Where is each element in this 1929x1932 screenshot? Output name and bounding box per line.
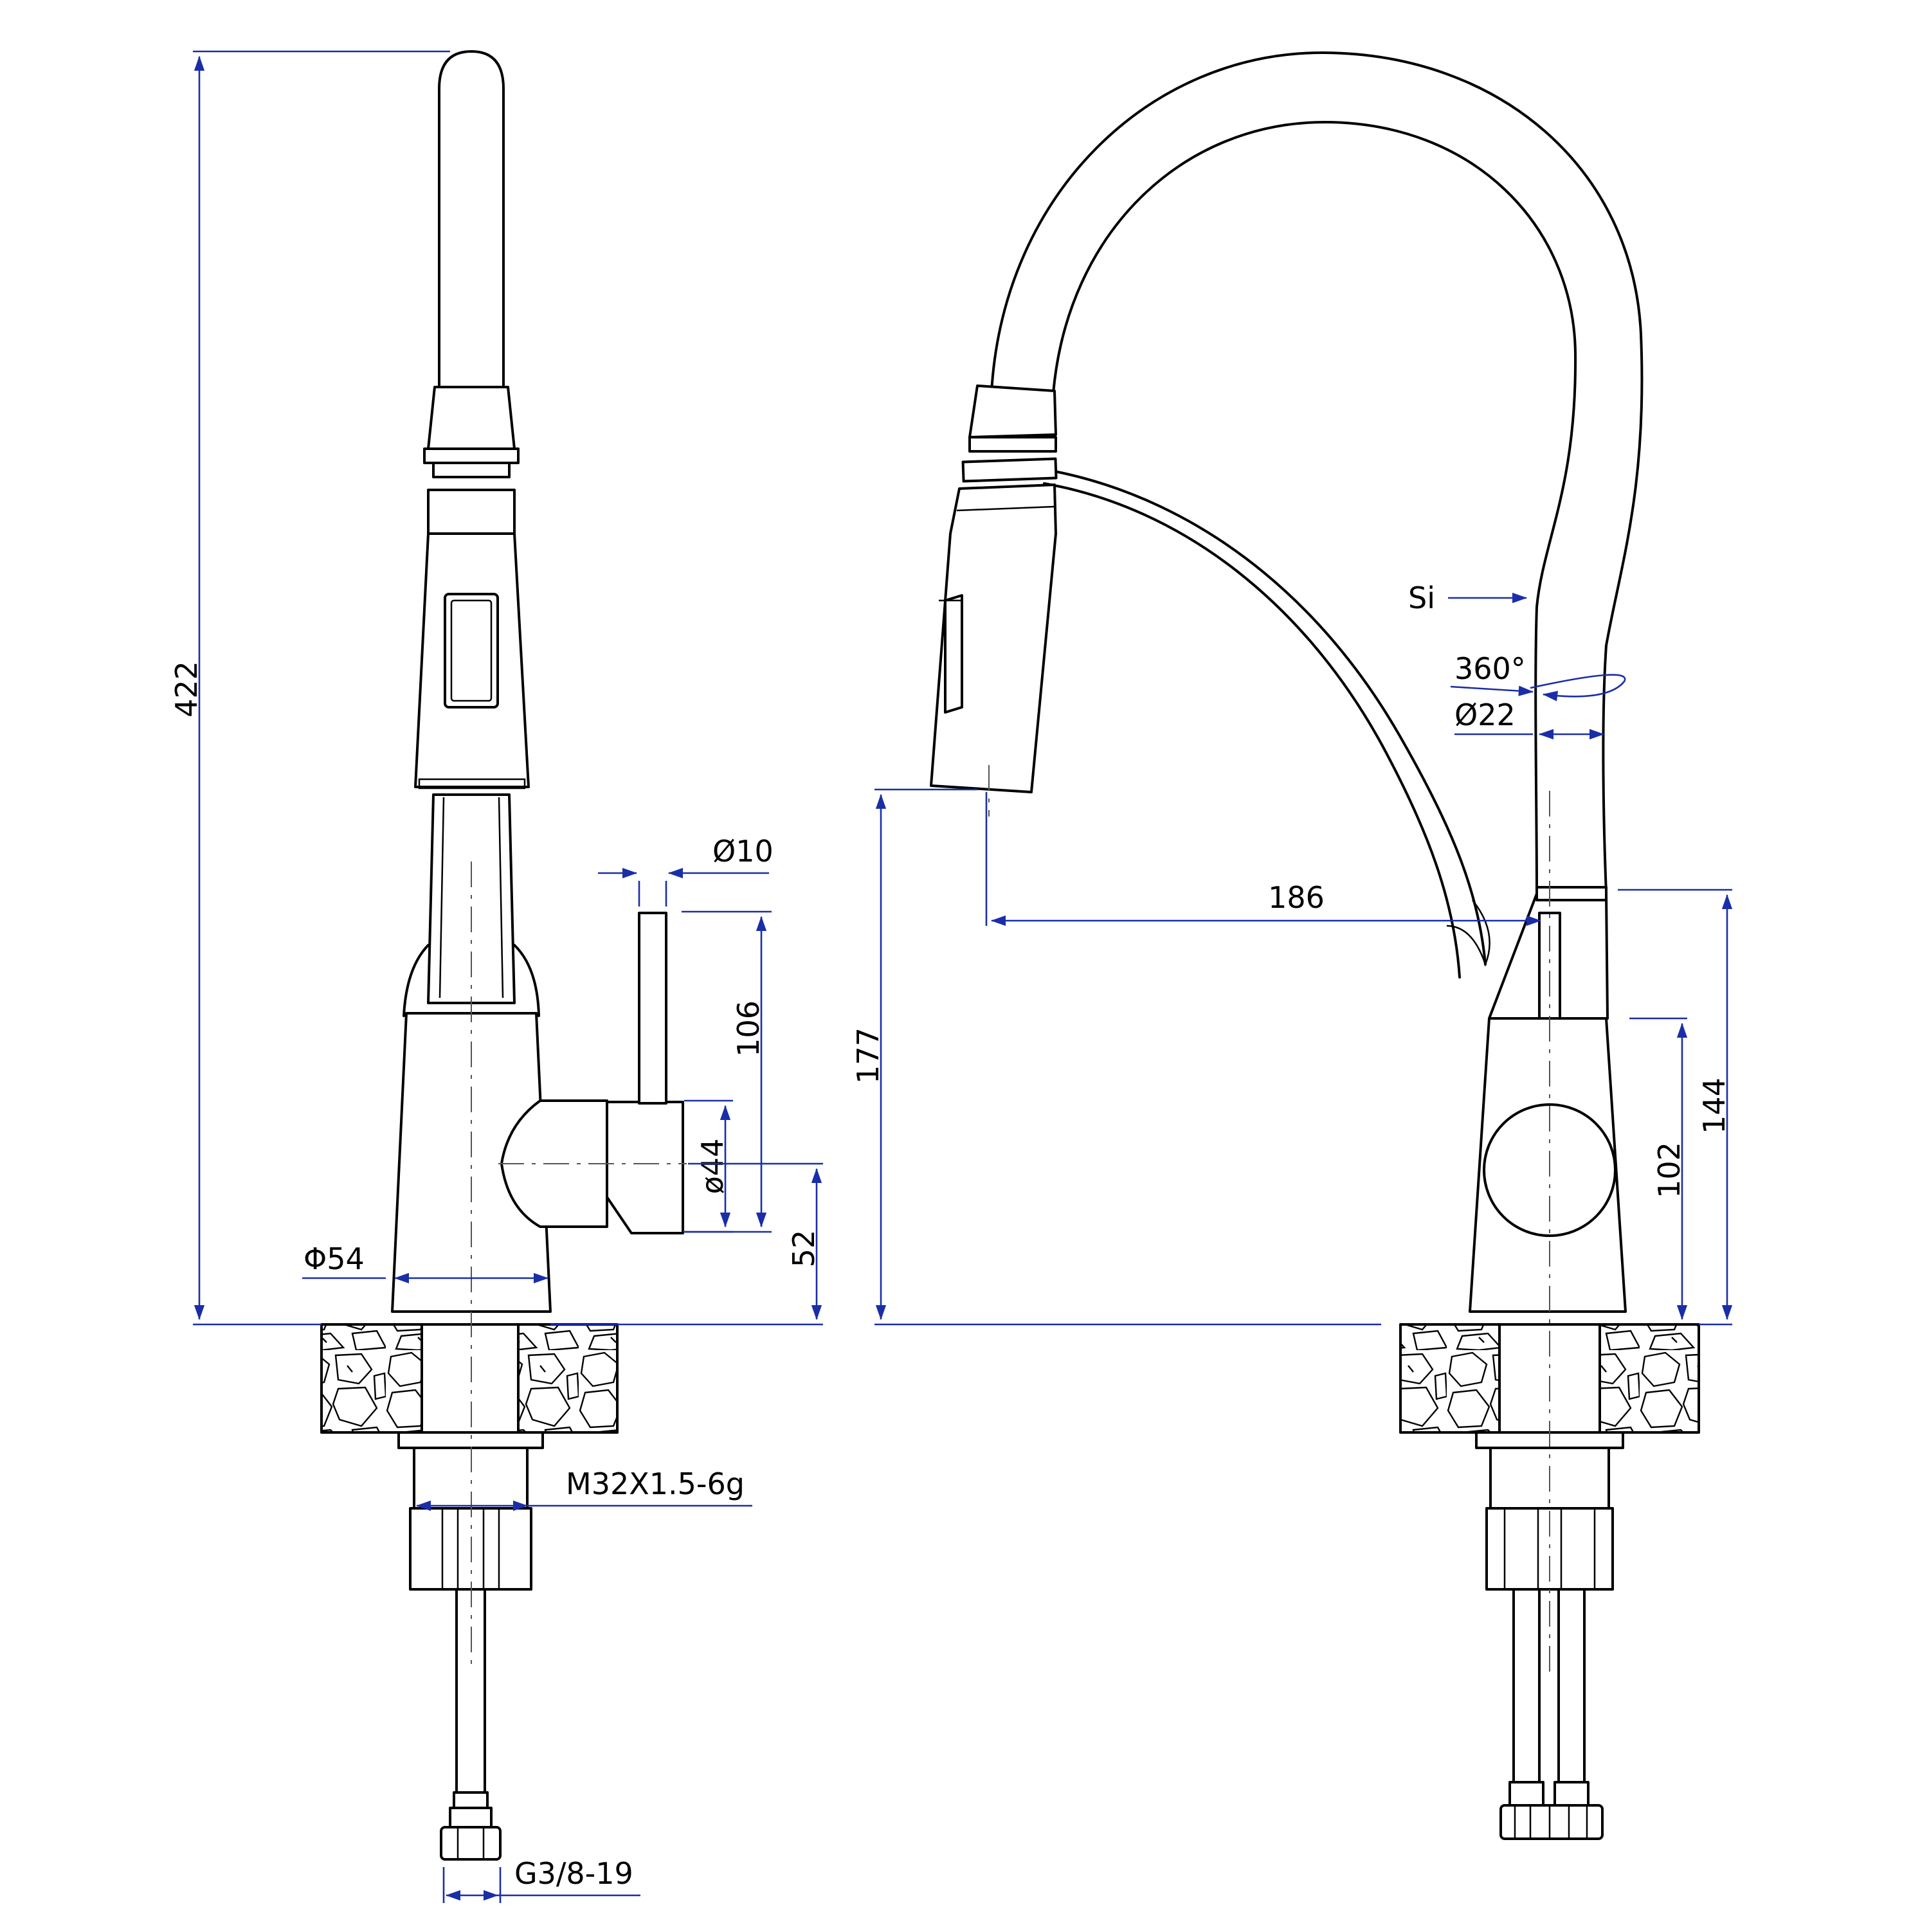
dim-body-height: 102 (1652, 1142, 1687, 1198)
spray-button (444, 593, 499, 709)
dimensions: 422 Ø10 106 ø44 52 Φ54 M32X1.5-6g G3/8-1… (169, 50, 1733, 1903)
dim-lever-axis-height: 52 (786, 1230, 821, 1268)
spray-head-front (968, 384, 1057, 438)
dim-total-height: 422 (169, 661, 204, 718)
spray-collar-bottom (427, 489, 516, 535)
spray-ring (423, 447, 520, 464)
dim-handle-height: 106 (731, 1000, 766, 1057)
supply-hose (455, 1588, 486, 1794)
spray-head-body-front (930, 483, 1057, 793)
front-view (930, 51, 1700, 1840)
gooseneck-outer (990, 51, 1644, 895)
dim-body-diameter: ø44 (695, 1139, 730, 1195)
dim-outlet-height: 177 (851, 1027, 885, 1084)
spout-joint (1535, 886, 1608, 901)
dim-mount-thread: M32X1.5-6g (566, 1467, 745, 1501)
mount-shank (421, 1323, 520, 1434)
dim-spout-reach: 186 (1268, 880, 1325, 915)
label-material: Si (1408, 581, 1435, 615)
spray-collar-top (427, 386, 516, 450)
lever-block (606, 1101, 684, 1234)
faucet-body (391, 1012, 552, 1313)
gooseneck-inner (1052, 121, 1577, 895)
dim-spout-diameter: Ø22 (1454, 698, 1516, 732)
hose-cover (438, 50, 505, 397)
side-view (320, 50, 687, 1861)
label-rotation: 360° (1454, 651, 1526, 686)
handle-rod (638, 912, 667, 1105)
pullout-hose (1043, 468, 1487, 966)
hose-nut-top (449, 1807, 493, 1828)
hose-connector (440, 1826, 502, 1861)
hose-connectors-front (1499, 1804, 1604, 1840)
dim-handle-diameter: Ø10 (712, 834, 774, 869)
dim-spout-joint-height: 144 (1697, 1078, 1732, 1134)
mount-washer (397, 1431, 544, 1449)
dim-base-diameter: Φ54 (303, 1241, 365, 1276)
dim-hose-thread: G3/8-19 (514, 1856, 633, 1891)
hose-ferrule (453, 1791, 489, 1809)
spray-ring-2 (432, 462, 511, 478)
